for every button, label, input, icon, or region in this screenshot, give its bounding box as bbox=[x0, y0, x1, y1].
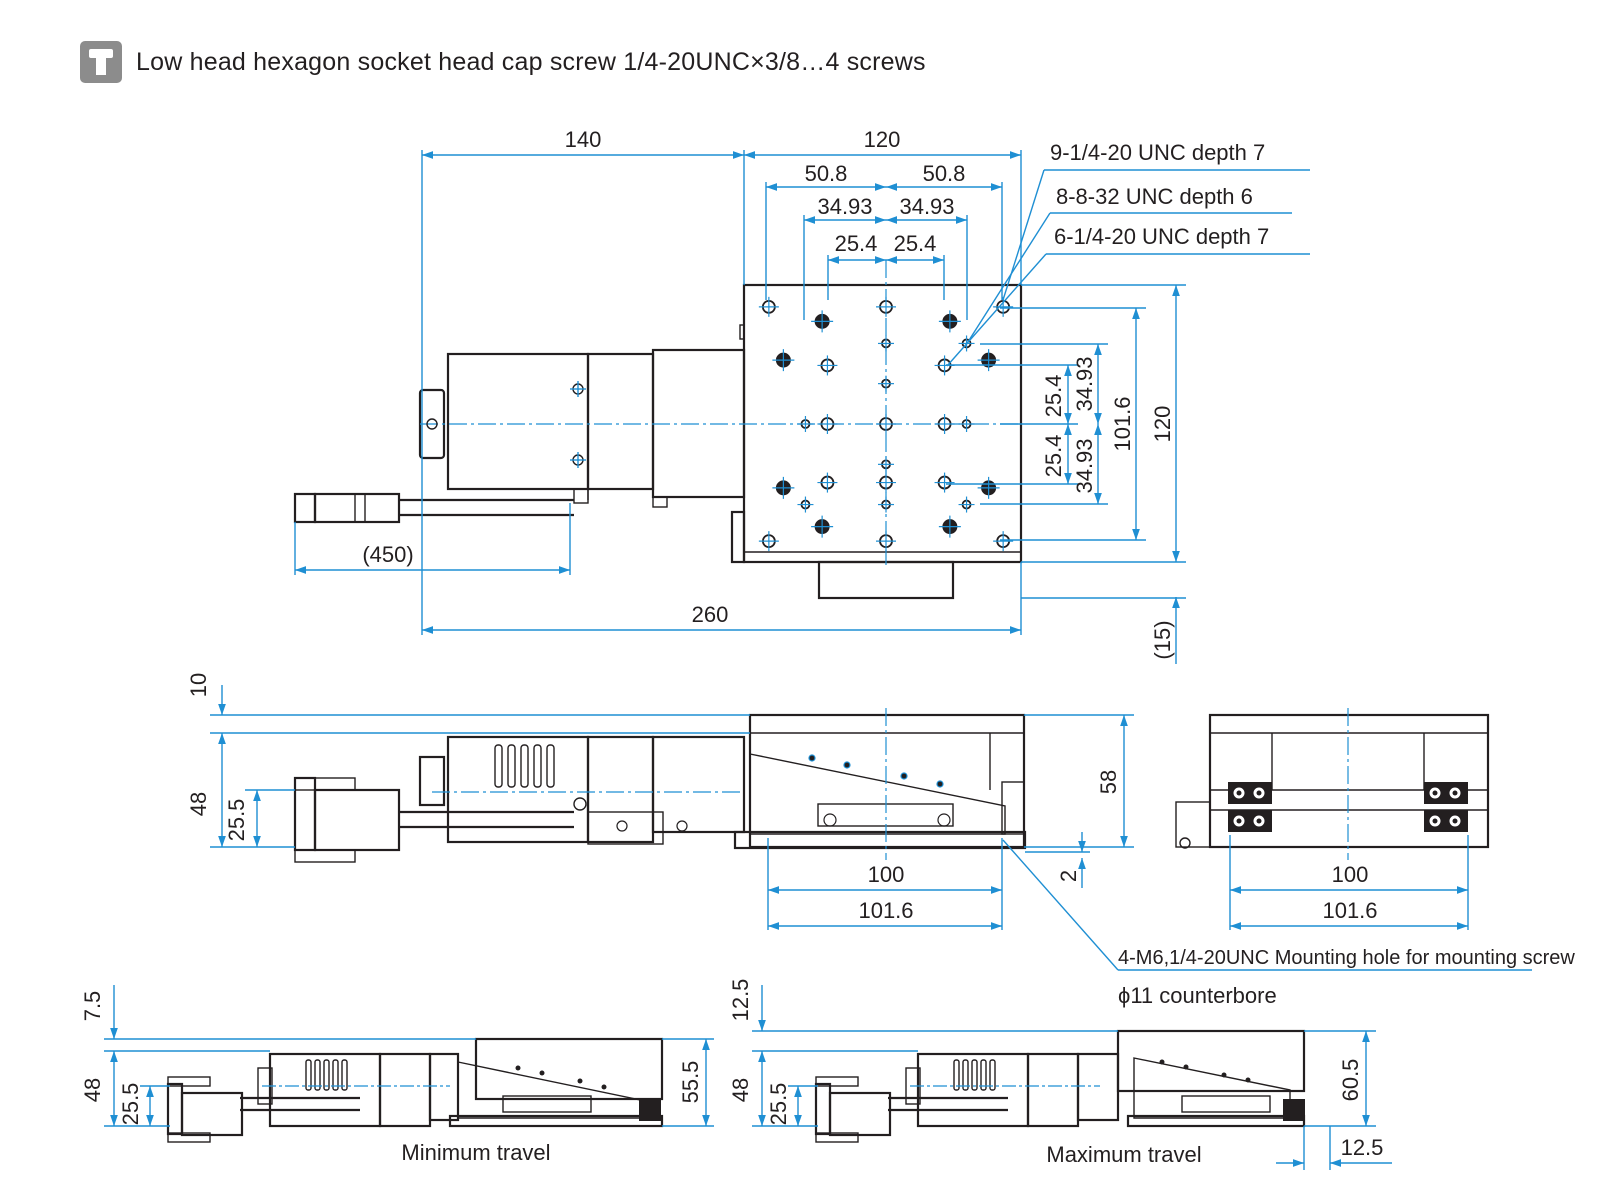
mounting-hole bbox=[876, 296, 896, 317]
side-bearing-blocks bbox=[1228, 782, 1468, 832]
front-stage-top bbox=[748, 713, 1026, 849]
stage-base-protrusion bbox=[817, 560, 955, 600]
dim-v-15: (15) bbox=[1150, 620, 1175, 659]
dim-120: 120 bbox=[864, 127, 901, 152]
front-dim-48: 48 bbox=[186, 792, 211, 816]
min-travel-caption: Minimum travel bbox=[401, 1140, 550, 1165]
side-view: 100 101.6 4-M6,1/4-20UNC Mounting hole f… bbox=[1118, 708, 1575, 1008]
max-dim-12-5-bottom: 12.5 bbox=[1341, 1135, 1384, 1160]
dim-34-93-right: 34.93 bbox=[899, 194, 954, 219]
mounting-hole bbox=[878, 496, 894, 513]
dim-34-93-left: 34.93 bbox=[817, 194, 872, 219]
dim-25-4-right: 25.4 bbox=[894, 231, 937, 256]
callout-6-hole: 6-1/4-20 UNC depth 7 bbox=[1054, 224, 1269, 249]
mounting-hole bbox=[934, 472, 955, 493]
mounting-hole bbox=[977, 349, 1000, 372]
mounting-hole bbox=[938, 515, 961, 538]
connector bbox=[293, 492, 317, 524]
front-dim-2: 2 bbox=[1056, 870, 1081, 882]
max-dim-60-5: 60.5 bbox=[1338, 1059, 1363, 1102]
dim-v-101-6: 101.6 bbox=[1110, 396, 1135, 451]
mounting-hole bbox=[878, 375, 894, 392]
max-travel-view: 12.5 48 25.5 60.5 12.5 Maximum travel bbox=[728, 979, 1392, 1170]
mounting-hole bbox=[817, 472, 838, 493]
front-dim-10: 10 bbox=[186, 673, 211, 697]
mounting-hole bbox=[876, 531, 896, 552]
front-dim-25-5: 25.5 bbox=[224, 799, 249, 842]
dim-50-8-left: 50.8 bbox=[805, 161, 848, 186]
mounting-hole bbox=[934, 414, 955, 434]
header: Low head hexagon socket head cap screw 1… bbox=[80, 40, 926, 84]
side-dim-100: 100 bbox=[1332, 862, 1369, 887]
dim-v-25-4-top: 25.4 bbox=[1041, 375, 1066, 418]
mounting-hole bbox=[876, 472, 896, 493]
mounting-hole bbox=[811, 515, 834, 538]
mounting-hole bbox=[811, 310, 834, 333]
min-dim-7-5: 7.5 bbox=[80, 991, 105, 1022]
motor-screws bbox=[426, 381, 586, 468]
mounting-hole bbox=[938, 310, 961, 333]
max-dim-25-5: 25.5 bbox=[766, 1083, 791, 1126]
mounting-hole bbox=[797, 416, 814, 432]
mounting-hole bbox=[758, 296, 779, 317]
mounting-hole bbox=[817, 414, 838, 434]
dim-50-8-right: 50.8 bbox=[923, 161, 966, 186]
mounting-hole bbox=[797, 496, 814, 513]
mounting-hole bbox=[993, 296, 1014, 317]
mounting-hole bbox=[958, 416, 975, 432]
min-dim-55-5: 55.5 bbox=[678, 1061, 703, 1104]
side-stage bbox=[1208, 713, 1490, 849]
max-dim-12-5-top: 12.5 bbox=[728, 979, 753, 1022]
front-screws bbox=[616, 754, 951, 832]
header-title: Low head hexagon socket head cap screw 1… bbox=[136, 47, 926, 76]
mounting-hole bbox=[772, 349, 795, 372]
dim-v-34-93-top: 34.93 bbox=[1072, 356, 1097, 411]
front-dim-58: 58 bbox=[1096, 770, 1121, 794]
motor-body bbox=[446, 352, 590, 491]
mounting-hole-note: 4-M6,1/4-20UNC Mounting hole for mountin… bbox=[1118, 947, 1575, 969]
dim-v-34-93-bottom: 34.93 bbox=[1072, 438, 1097, 493]
dim-260: 260 bbox=[692, 602, 729, 627]
counterbore-note: ϕ11 counterbore bbox=[1118, 983, 1277, 1008]
min-travel-view: 7.5 48 25.5 55.5 Minimum travel bbox=[80, 985, 714, 1165]
dim-450: (450) bbox=[362, 542, 413, 567]
mounting-hole bbox=[958, 496, 975, 513]
mounting-hole bbox=[993, 531, 1014, 552]
mounting-hole bbox=[878, 335, 894, 352]
mounting-hole bbox=[878, 456, 894, 473]
dim-25-4-left: 25.4 bbox=[835, 231, 878, 256]
bearing-block bbox=[1228, 782, 1272, 804]
side-dim-101-6: 101.6 bbox=[1322, 898, 1377, 923]
mounting-hole bbox=[772, 476, 795, 499]
front-view: 10 48 25.5 58 2 100 101.6 bbox=[186, 673, 1532, 971]
max-travel-caption: Maximum travel bbox=[1046, 1142, 1201, 1167]
bearing-block bbox=[1424, 782, 1468, 804]
top-view: 140 120 50.8 50.8 34.93 34.93 25.4 25.4 bbox=[293, 127, 1310, 664]
callout-9-hole: 9-1/4-20 UNC depth 7 bbox=[1050, 140, 1265, 165]
bearing-block bbox=[1228, 810, 1272, 832]
screw-icon bbox=[80, 41, 122, 83]
callout-8-hole: 8-8-32 UNC depth 6 bbox=[1056, 184, 1253, 209]
thread-callouts: 9-1/4-20 UNC depth 7 8-8-32 UNC depth 6 … bbox=[946, 140, 1310, 367]
mounting-hole bbox=[758, 531, 779, 552]
front-dim-101-6: 101.6 bbox=[858, 898, 913, 923]
dim-140: 140 bbox=[565, 127, 602, 152]
dim-v-25-4-bottom: 25.4 bbox=[1041, 435, 1066, 478]
mounting-hole bbox=[876, 414, 896, 434]
max-dim-48: 48 bbox=[728, 1078, 753, 1102]
front-dim-100: 100 bbox=[868, 862, 905, 887]
dim-v-120: 120 bbox=[1150, 406, 1175, 443]
bearing-block bbox=[1424, 810, 1468, 832]
min-dim-25-5: 25.5 bbox=[118, 1083, 143, 1126]
min-dim-48: 48 bbox=[80, 1078, 105, 1102]
mounting-hole bbox=[817, 355, 838, 376]
mounting-hole bbox=[977, 476, 1000, 499]
